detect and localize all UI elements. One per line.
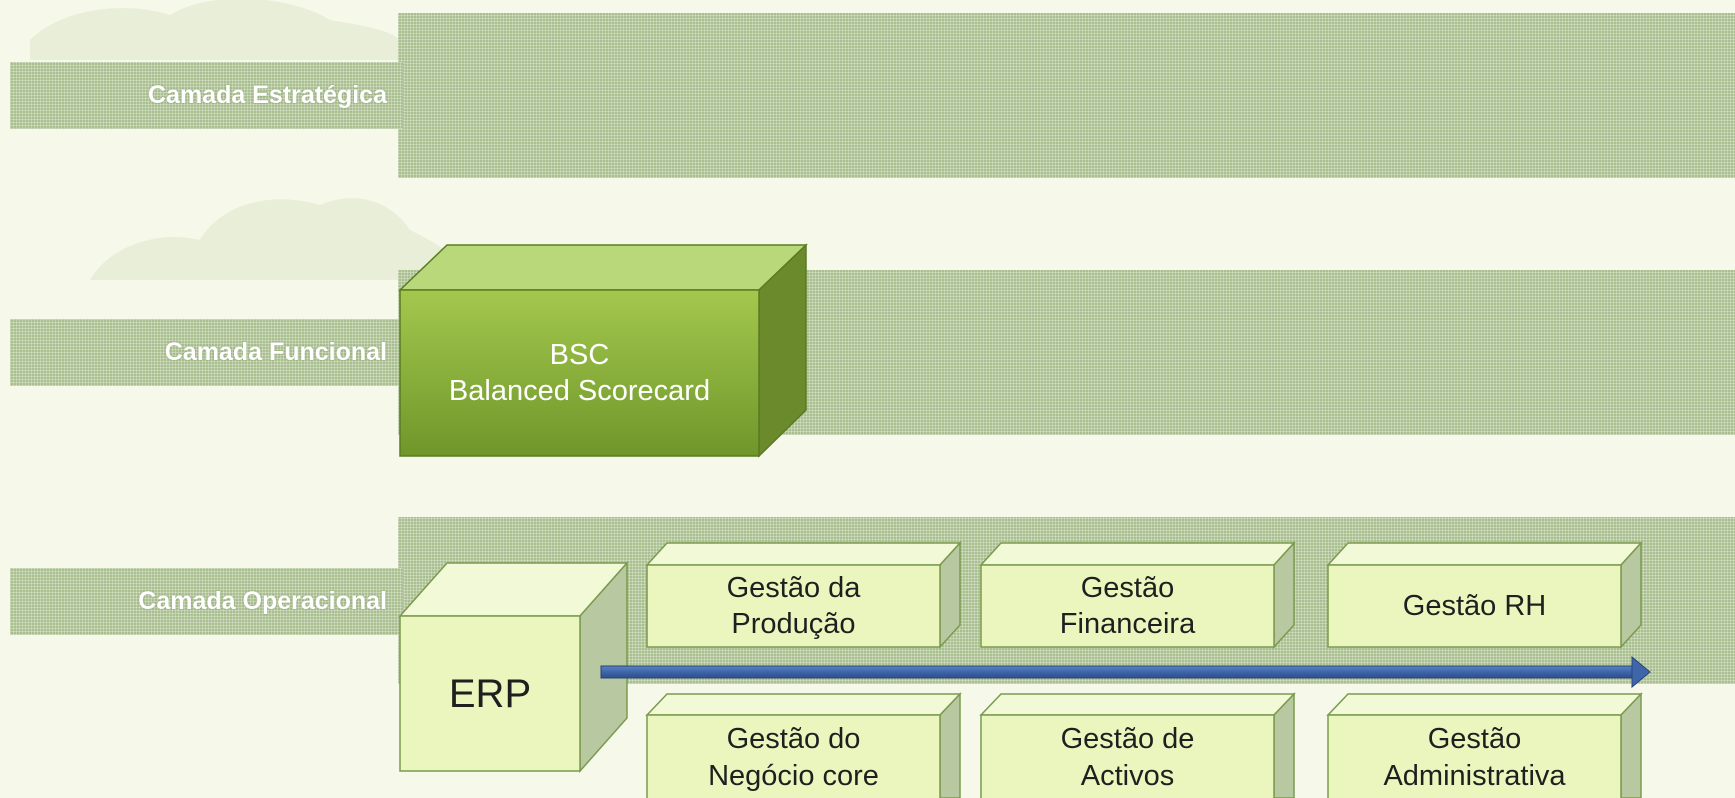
module-producao-line2: Produção — [731, 608, 856, 640]
module-box-producao — [645, 541, 962, 649]
strategic-layer-text: Camada Estratégica — [147, 81, 387, 109]
module-activos-label: Gestão de Activos — [981, 717, 1274, 798]
operational-layer-text: Camada Operacional — [138, 587, 387, 615]
module-box-administrativa — [1326, 692, 1643, 798]
module-activos-line1: Gestão de — [1060, 723, 1195, 756]
erp-label: ERP — [400, 616, 580, 771]
bsc-title: BSC — [549, 338, 610, 371]
module-box-financeira — [979, 541, 1296, 649]
bsc-label: BSC Balanced Scorecard — [400, 290, 759, 456]
module-box-rh — [1326, 541, 1643, 649]
module-financeira-line1: Gestão — [1080, 571, 1175, 604]
module-box-activos — [979, 692, 1296, 798]
strategic-layer-label: Camada Estratégica — [10, 62, 403, 129]
module-negocio-label: Gestão do Negócio core — [647, 717, 940, 798]
module-financeira-line2: Financeira — [1059, 608, 1196, 640]
module-administrativa-label: Gestão Administrativa — [1328, 717, 1621, 798]
module-financeira-label: Gestão Financeira — [981, 565, 1274, 647]
bsc-subtitle: Balanced Scorecard — [448, 375, 711, 407]
operational-layer-label: Camada Operacional — [10, 568, 403, 635]
module-rh-label: Gestão RH — [1328, 565, 1621, 647]
bsc-box — [398, 243, 808, 458]
module-box-negocio — [645, 692, 962, 798]
module-producao-line1: Gestão da — [726, 571, 861, 604]
module-producao-label: Gestão da Produção — [647, 565, 940, 647]
erp-text: ERP — [448, 671, 532, 716]
strategic-layer-band — [398, 13, 1735, 178]
module-negocio-line1: Gestão do — [726, 723, 861, 756]
module-negocio-line2: Negócio core — [708, 759, 879, 792]
functional-layer-label: Camada Funcional — [10, 319, 403, 386]
module-activos-line2: Activos — [1080, 759, 1175, 792]
module-rh-line1: Gestão RH — [1402, 589, 1547, 622]
integration-arrow — [600, 655, 1651, 689]
module-administrativa-line2: Administrativa — [1383, 759, 1566, 792]
module-administrativa-line1: Gestão — [1427, 723, 1522, 756]
functional-layer-text: Camada Funcional — [164, 338, 387, 366]
